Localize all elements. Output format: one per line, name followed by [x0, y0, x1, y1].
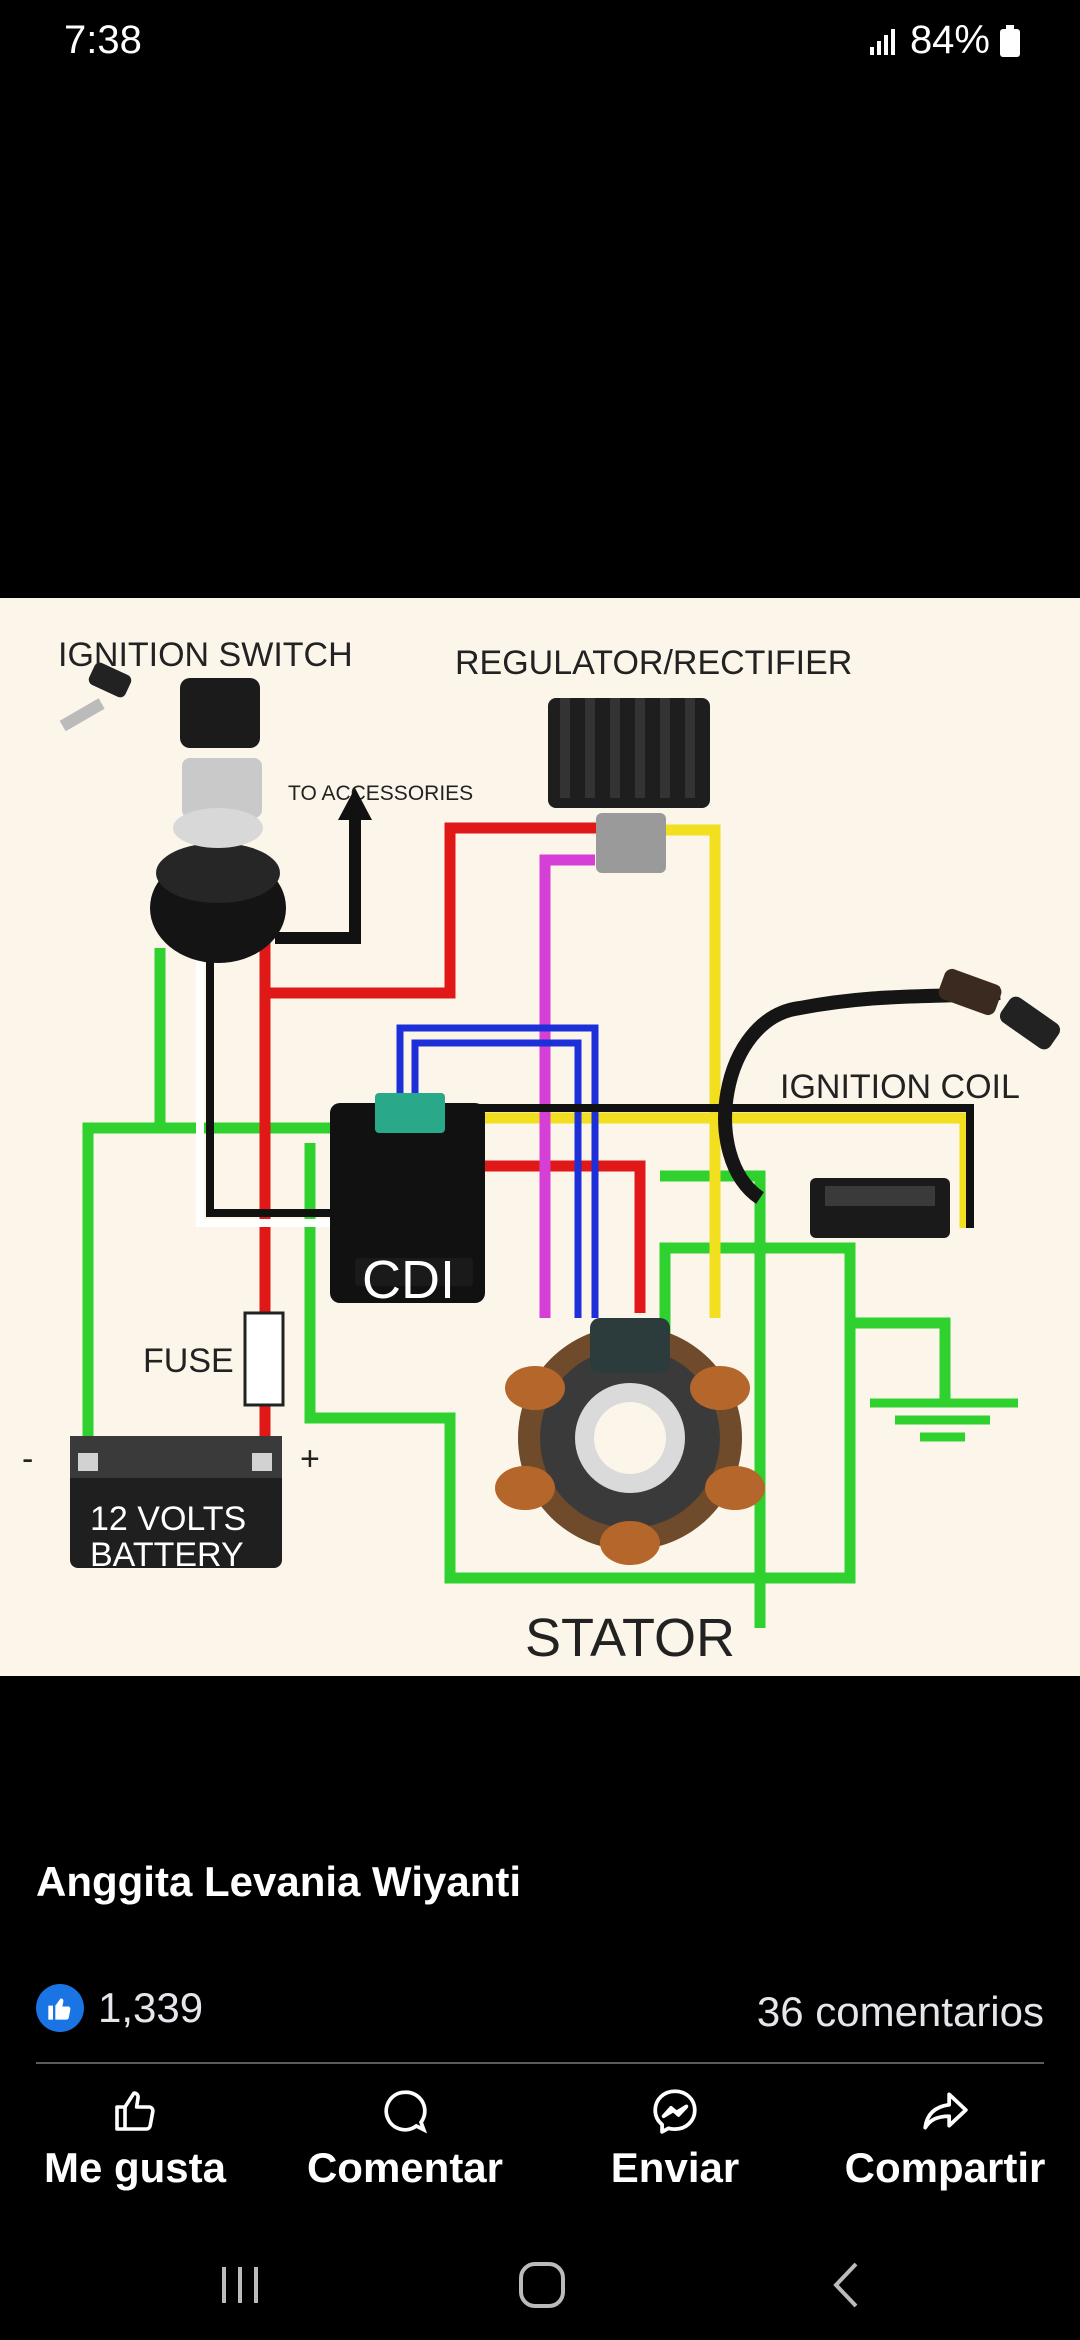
- comment-button[interactable]: Comentar: [280, 2076, 530, 2196]
- share-button-label: Compartir: [844, 2144, 1046, 2191]
- post-actions: Me gusta Comentar Enviar Compartir: [0, 2076, 1080, 2196]
- status-time: 7:38: [64, 18, 142, 62]
- reaction-count: 1,339: [98, 1984, 204, 2031]
- battery-icon: [1000, 24, 1020, 57]
- system-nav-bar: [0, 2230, 1080, 2340]
- stator-device: [495, 1318, 765, 1565]
- regulator-device: [548, 698, 710, 873]
- label-ignition-coil: IGNITION COIL: [780, 1068, 1020, 1106]
- share-button[interactable]: Compartir: [820, 2076, 1070, 2196]
- home-button[interactable]: [482, 2250, 602, 2320]
- thumbs-up-icon: [115, 2091, 155, 2131]
- status-indicators: 84%: [869, 18, 1020, 63]
- recent-apps-button[interactable]: [180, 2250, 300, 2320]
- status-bar: 7:38 84%: [0, 0, 1080, 90]
- signal-icon: [869, 28, 895, 55]
- label-minus: -: [22, 1440, 33, 1478]
- battery-device: 12 VOLTS BATTERY: [70, 1436, 282, 1574]
- battery-percent: 84%: [909, 18, 990, 62]
- label-fuse: FUSE: [143, 1342, 234, 1380]
- divider: [36, 2062, 1044, 2064]
- reactions-summary[interactable]: 1,339: [36, 1984, 203, 2032]
- recent-apps-icon: [222, 2267, 258, 2303]
- like-button-label: Me gusta: [43, 2144, 227, 2191]
- battery-label-line2: BATTERY: [90, 1536, 244, 1574]
- post-photo[interactable]: IGNITION SWITCH REGULATOR/RECTIFIER TO A…: [0, 598, 1080, 1676]
- messenger-icon: [653, 2089, 697, 2134]
- comment-button-label: Comentar: [306, 2144, 504, 2191]
- back-button[interactable]: [786, 2250, 906, 2320]
- comment-icon: [384, 2090, 428, 2134]
- ignition-coil-device: [718, 968, 1061, 1238]
- send-button-label: Enviar: [610, 2144, 740, 2191]
- label-stator: STATOR: [525, 1608, 735, 1668]
- like-button[interactable]: Me gusta: [10, 2076, 260, 2196]
- send-button[interactable]: Enviar: [550, 2076, 800, 2196]
- cdi-label: CDI: [362, 1250, 455, 1310]
- accessories-arrow: [338, 788, 372, 820]
- label-regulator: REGULATOR/RECTIFIER: [455, 644, 852, 682]
- share-icon: [923, 2092, 968, 2130]
- ground-symbol: [870, 1398, 1018, 1442]
- wiring-diagram: IGNITION SWITCH REGULATOR/RECTIFIER TO A…: [22, 636, 1061, 1668]
- comments-count[interactable]: 36 comentarios: [756, 1988, 1044, 2035]
- battery-label-line1: 12 VOLTS: [90, 1500, 246, 1538]
- like-reaction-icon: [36, 1984, 84, 2032]
- cdi-device: CDI: [330, 1093, 485, 1310]
- ignition-switch-device: [59, 662, 286, 963]
- label-plus: +: [300, 1440, 320, 1478]
- post-author[interactable]: Anggita Levania Wiyanti: [36, 1858, 522, 1905]
- yellow-wires: [420, 824, 971, 1318]
- magenta-wires: [539, 854, 595, 1318]
- back-icon: [833, 2262, 858, 2308]
- fuse-device: [243, 1311, 285, 1407]
- label-to-accessories: TO ACCESSORIES: [288, 782, 473, 805]
- home-icon: [519, 2262, 565, 2308]
